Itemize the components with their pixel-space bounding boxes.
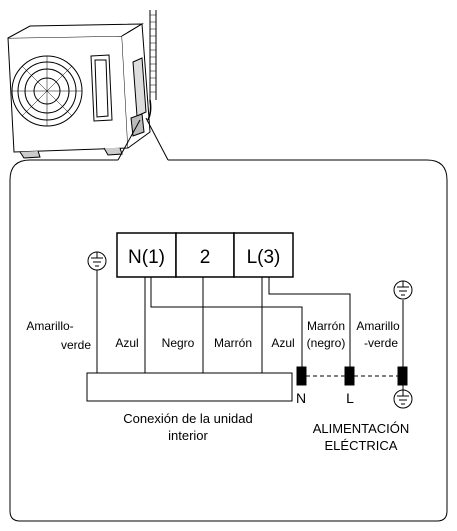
- label-blue-right: Azul: [271, 336, 294, 350]
- outdoor-unit-icon: [7, 10, 157, 159]
- indoor-unit-caption-2: interior: [168, 428, 208, 443]
- supply-n-label: N: [296, 390, 306, 406]
- terminal-block: N(1) 2 L(3): [116, 232, 294, 278]
- ground-icon: [87, 251, 107, 271]
- zoom-line-left: [117, 119, 141, 161]
- label-brown-black-1: Marrón: [307, 319, 345, 333]
- zoom-line-right: [145, 117, 169, 161]
- label-yellow-green-left-2: verde: [61, 338, 91, 352]
- label-yellow-green-left-1: Amarillo-: [26, 319, 73, 333]
- callout-frame: [9, 159, 448, 522]
- terminal-n1: [116, 232, 177, 278]
- connector-n: [296, 366, 307, 386]
- terminal-l3: [233, 232, 294, 278]
- label-blue-left: Azul: [115, 336, 138, 350]
- power-supply-caption-1: ALIMENTACIÓN: [313, 421, 410, 436]
- terminal-n1-label: N(1): [128, 247, 165, 268]
- connector-l: [344, 366, 355, 386]
- label-yellow-green-right-2: -verde: [364, 336, 398, 350]
- supply-l-label: L: [346, 390, 354, 406]
- label-yellow-green-right-1: Amarillo: [356, 319, 400, 333]
- wire-blue-right: [150, 277, 303, 367]
- terminal-l3-label: L(3): [247, 247, 281, 268]
- terminal-2-label: 2: [200, 247, 211, 268]
- indoor-unit-box: [86, 372, 293, 402]
- ground-icon: [393, 389, 413, 409]
- ground-icon: [393, 280, 413, 300]
- wire-brown-black: [268, 277, 351, 367]
- label-brown-black-2: (negro): [307, 336, 346, 350]
- terminal-2: [175, 232, 235, 278]
- power-supply-caption-2: ELÉCTRICA: [325, 438, 398, 453]
- connector-ground: [397, 366, 408, 386]
- indoor-unit-caption-1: Conexión de la unidad: [123, 411, 252, 426]
- label-brown: Marrón: [214, 336, 252, 350]
- label-black: Negro: [162, 336, 195, 350]
